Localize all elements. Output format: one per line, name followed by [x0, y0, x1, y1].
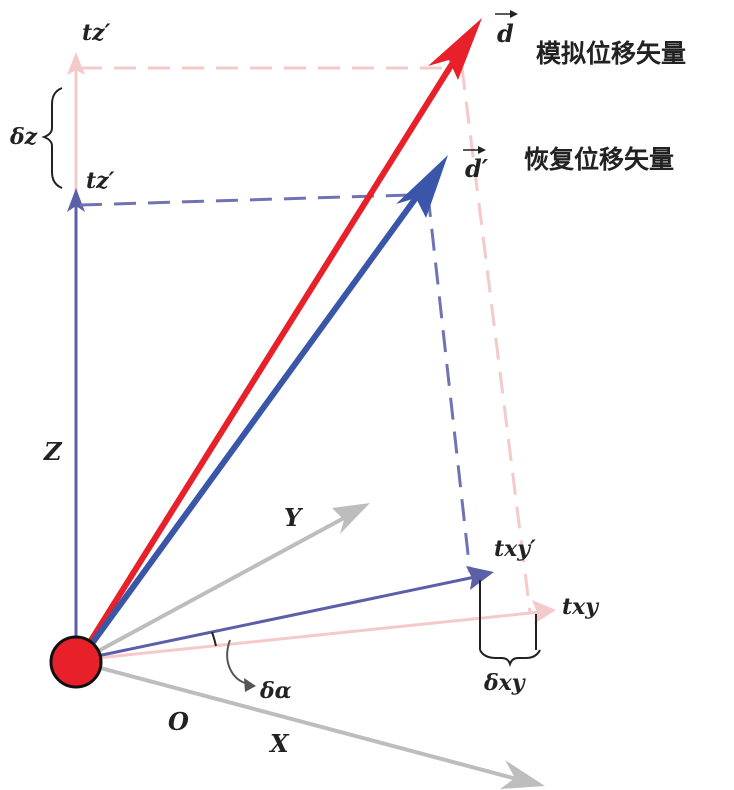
- label-tz-top: tz′: [82, 20, 111, 46]
- label-delta-alpha: δα: [259, 678, 292, 704]
- label-axis-y: Y: [284, 503, 304, 532]
- y-axis-arrowhead: [332, 503, 370, 534]
- x-axis-arrowhead: [500, 760, 545, 789]
- label-simulated-vector: 模拟位移矢量: [536, 39, 686, 68]
- label-txy: txy: [562, 594, 600, 620]
- y-axis-line: [77, 510, 356, 664]
- origin-point: [49, 635, 103, 689]
- label-axis-x: X: [268, 729, 290, 758]
- txy-recovered-dashed: [426, 194, 472, 573]
- txy-recovered-vector: [77, 575, 476, 662]
- simulated-displacement-arrowhead: [428, 18, 482, 80]
- label-origin: O: [168, 707, 189, 736]
- delta-alpha-pointer: [226, 639, 249, 685]
- d-prime-overline-head: [478, 146, 486, 154]
- label-recovered-vector: 恢复位移矢量: [524, 145, 674, 174]
- recovered-displacement-vector: [77, 182, 429, 662]
- txy-simulated-arrowhead: [532, 600, 556, 624]
- x-axis-line: [77, 660, 529, 784]
- label-d: d: [497, 19, 514, 48]
- delta-z-brace: [41, 87, 63, 189]
- simulated-displacement-vector: [77, 46, 465, 660]
- label-delta-z: δz: [9, 124, 38, 150]
- delta-alpha-arc: [211, 631, 217, 647]
- tz-recovered-dashed: [79, 193, 411, 207]
- label-axis-z: Z: [43, 437, 63, 466]
- txy-simulated-dashed: [460, 67, 532, 613]
- txy-simulated-vector: [77, 610, 541, 662]
- delta-xy-brace: [479, 649, 541, 668]
- recovered-displacement-arrowhead: [396, 155, 448, 218]
- label-delta-xy: δxy: [483, 670, 527, 696]
- txy-recovered-arrowhead: [466, 566, 494, 590]
- label-txy-prime: txy′: [494, 536, 536, 562]
- label-tz-bottom: tz′: [86, 168, 115, 194]
- d-overline-head: [510, 10, 518, 18]
- delta-alpha-pointer-head: [244, 678, 256, 692]
- label-d-prime: d′: [465, 154, 489, 183]
